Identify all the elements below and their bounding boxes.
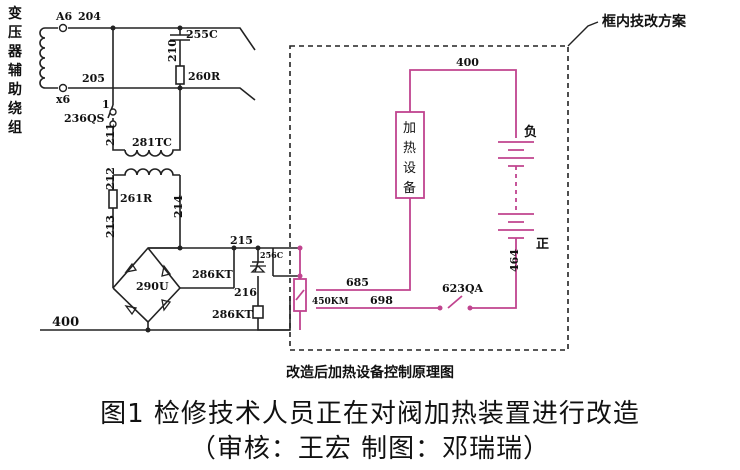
label-255c: 255C bbox=[186, 28, 218, 41]
figure-credit: （审核：王宏 制图：邓瑞瑞） bbox=[189, 434, 551, 464]
junction-dot bbox=[145, 327, 151, 333]
side-title-char: 压 bbox=[8, 25, 22, 41]
junction-dot bbox=[297, 245, 303, 251]
label-a6: A6 bbox=[55, 10, 73, 23]
resistor-261r bbox=[108, 189, 118, 209]
wire-210 bbox=[170, 28, 190, 88]
label-450km: 450KM bbox=[312, 297, 349, 307]
junction-dot bbox=[177, 25, 183, 31]
box-pointer bbox=[567, 21, 599, 47]
label-256c: 256C bbox=[260, 250, 283, 260]
label-261r: 261R bbox=[120, 192, 153, 205]
switch-623qa bbox=[447, 238, 517, 309]
label-623qa: 623QA bbox=[442, 282, 484, 295]
label-260r: 260R bbox=[188, 70, 221, 83]
wire-labels: A6 204 205 x6 255C 210 260R 1 236QS 211 … bbox=[52, 10, 521, 330]
label-1: 1 bbox=[102, 98, 110, 111]
wire-204 bbox=[68, 27, 256, 51]
junction-dot bbox=[437, 305, 443, 311]
side-title-char: 组 bbox=[8, 119, 22, 136]
box-title: 框内技改方案 bbox=[602, 13, 687, 30]
junction-dot bbox=[177, 245, 183, 251]
label-204: 204 bbox=[78, 10, 101, 23]
junction-dot bbox=[255, 245, 261, 251]
heater-char: 热 bbox=[403, 141, 416, 156]
pink-terminals bbox=[297, 245, 473, 311]
label-400-top: 400 bbox=[456, 56, 479, 69]
label-212: 212 bbox=[104, 167, 117, 190]
label-400-left: 400 bbox=[52, 315, 79, 330]
junction-dot bbox=[110, 25, 116, 31]
wire-400-top bbox=[409, 69, 517, 138]
label-205: 205 bbox=[82, 72, 105, 85]
label-211: 211 bbox=[104, 123, 117, 146]
heater-box bbox=[395, 111, 425, 199]
bridge-diodes bbox=[124, 262, 172, 316]
label-290u: 290U bbox=[136, 280, 169, 293]
neg-label: 负 bbox=[524, 124, 537, 140]
pos-label: 正 bbox=[536, 237, 549, 252]
label-685: 685 bbox=[346, 276, 369, 289]
figure-caption: 图1 检修技术人员正在对阀加热装置进行改造 bbox=[100, 399, 640, 429]
terminal-circles bbox=[58, 23, 117, 128]
coil-286kt bbox=[252, 305, 264, 319]
heater-label: 加 热 设 备 bbox=[403, 121, 416, 196]
battery-pos bbox=[498, 213, 534, 239]
junction-dot bbox=[177, 85, 183, 91]
transformer-winding bbox=[39, 27, 58, 89]
side-title-char: 绕 bbox=[8, 100, 22, 117]
terminal bbox=[58, 23, 68, 33]
side-title-char: 助 bbox=[8, 81, 22, 98]
terminal bbox=[109, 108, 117, 116]
label-464: 464 bbox=[508, 249, 521, 272]
junction-dot bbox=[467, 305, 473, 311]
diode-256c bbox=[250, 265, 266, 273]
heater-char: 备 bbox=[403, 180, 416, 196]
pink-wiring bbox=[293, 69, 534, 330]
battery-neg bbox=[498, 141, 534, 167]
coil-281tc-bottom bbox=[113, 168, 180, 176]
heater-char: 加 bbox=[403, 121, 416, 136]
label-213: 213 bbox=[104, 215, 117, 238]
wire-211 bbox=[112, 128, 125, 151]
wire-205 bbox=[68, 87, 256, 101]
label-286kt-a: 286KT bbox=[192, 268, 234, 281]
side-title-char: 器 bbox=[7, 44, 23, 60]
heater-char: 设 bbox=[403, 161, 416, 176]
label-x6: x6 bbox=[56, 93, 71, 106]
side-title-char: 辅 bbox=[8, 62, 22, 79]
label-216: 216 bbox=[234, 286, 257, 299]
label-236qs: 236QS bbox=[64, 112, 105, 125]
coil-281tc-top bbox=[124, 88, 181, 157]
junction-dot bbox=[231, 245, 237, 251]
diagram-subcaption: 改造后加热设备控制原理图 bbox=[286, 365, 454, 381]
terminal bbox=[58, 83, 68, 93]
label-215: 215 bbox=[230, 234, 253, 247]
relay-slash bbox=[295, 289, 305, 301]
terminal bbox=[109, 120, 117, 128]
label-210: 210 bbox=[166, 39, 179, 62]
side-title: 变 压 器 辅 助 绕 组 bbox=[7, 5, 23, 136]
resistor-260r bbox=[175, 65, 185, 85]
junction-dot bbox=[297, 273, 303, 279]
label-286kt-b: 286KT bbox=[212, 308, 254, 321]
junction-dots bbox=[110, 25, 261, 333]
label-698: 698 bbox=[370, 294, 393, 307]
label-214: 214 bbox=[172, 195, 185, 218]
side-title-char: 变 bbox=[8, 5, 22, 22]
black-wiring bbox=[39, 27, 300, 331]
label-281tc: 281TC bbox=[132, 136, 172, 149]
wire-685 bbox=[316, 198, 411, 291]
